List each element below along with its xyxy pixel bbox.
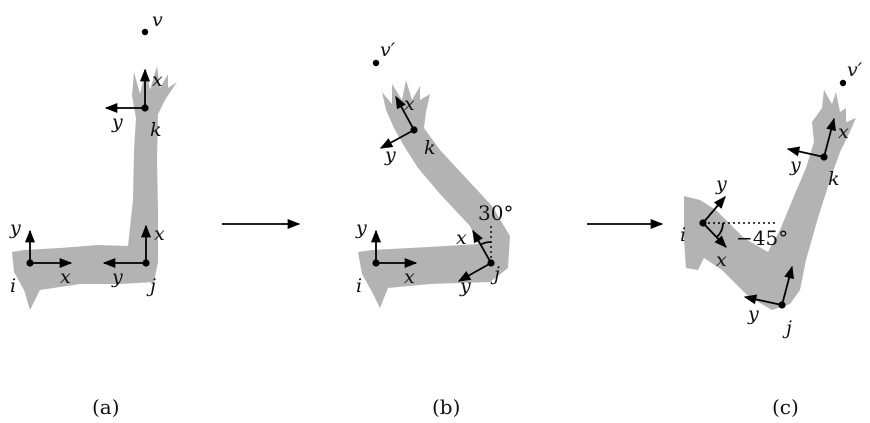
target-point-a [141, 28, 149, 36]
joint-j-a [142, 259, 150, 267]
joint-k-label-a: k [150, 119, 162, 141]
joint-i-a [26, 259, 34, 267]
joint-i-label-a: i [10, 275, 16, 297]
i-x-label-b: x [404, 266, 415, 288]
j-y-label-b: y [459, 275, 471, 297]
target-point-c [839, 79, 847, 87]
i-y-label-b: y [355, 217, 367, 239]
joint-i-b [372, 259, 380, 267]
angle-label-c: −45° [736, 226, 788, 250]
target-label-a: v [152, 9, 163, 31]
i-x-axis-c [702, 222, 727, 248]
target-point-b [372, 59, 380, 67]
joint-j-label-b: j [490, 263, 500, 285]
i-x-label-c: x [716, 249, 727, 271]
k-y-label-a: y [111, 111, 123, 133]
joint-j-c [778, 301, 786, 309]
k-x-axis-c [823, 117, 836, 158]
angle-label-b: 30° [478, 201, 513, 225]
arm-shape-a [12, 66, 177, 310]
k-y-label-b: y [384, 144, 396, 166]
joint-k-a [141, 104, 149, 112]
i-y-axis-c [702, 196, 726, 224]
arm-shape-c [684, 90, 856, 310]
joint-i-c [699, 219, 707, 227]
joint-j-label-c: j [782, 317, 792, 339]
joint-i-label-c: i [680, 224, 686, 246]
j-y-label-a: y [111, 266, 123, 288]
k-y-label-c: y [789, 154, 801, 176]
joint-k-label-b: k [424, 137, 436, 159]
j-y-label-c: y [747, 303, 759, 325]
target-label-c: v′ [847, 59, 863, 81]
caption-b: (b) [432, 395, 460, 419]
caption-a: (a) [92, 395, 120, 419]
k-x-label-a: x [152, 69, 163, 91]
panel-b: y x i 30° x y j x y k v′ (b) [355, 39, 513, 419]
j-y-axis-c [743, 294, 783, 306]
k-y-axis-b [379, 129, 415, 149]
joint-k-c [820, 153, 828, 161]
i-x-label-a: x [60, 266, 71, 288]
j-x-axis-c [781, 265, 794, 306]
j-x-label-a: x [154, 223, 165, 245]
joint-j-b [487, 259, 495, 267]
k-x-label-c: x [838, 121, 849, 143]
panel-c: y x i −45° y j x y k v′ (c) [680, 59, 863, 419]
j-y-axis-b [457, 262, 492, 282]
panel-a: y x i x y j x y k v (a) [9, 9, 177, 419]
i-y-label-c: y [715, 173, 727, 195]
joint-i-label-b: i [356, 275, 362, 297]
arm-shape-b [358, 80, 510, 308]
i-y-label-a: y [9, 217, 21, 239]
caption-c: (c) [772, 395, 799, 419]
k-y-axis-c [786, 146, 825, 158]
joint-j-label-a: j [146, 275, 156, 297]
k-x-label-b: x [404, 93, 415, 115]
joint-k-b [410, 126, 418, 134]
target-label-b: v′ [380, 39, 396, 61]
joint-k-label-c: k [828, 168, 840, 190]
k-x-axis-b [395, 95, 415, 131]
j-x-axis-b [472, 229, 492, 264]
j-x-label-b: x [456, 227, 467, 249]
